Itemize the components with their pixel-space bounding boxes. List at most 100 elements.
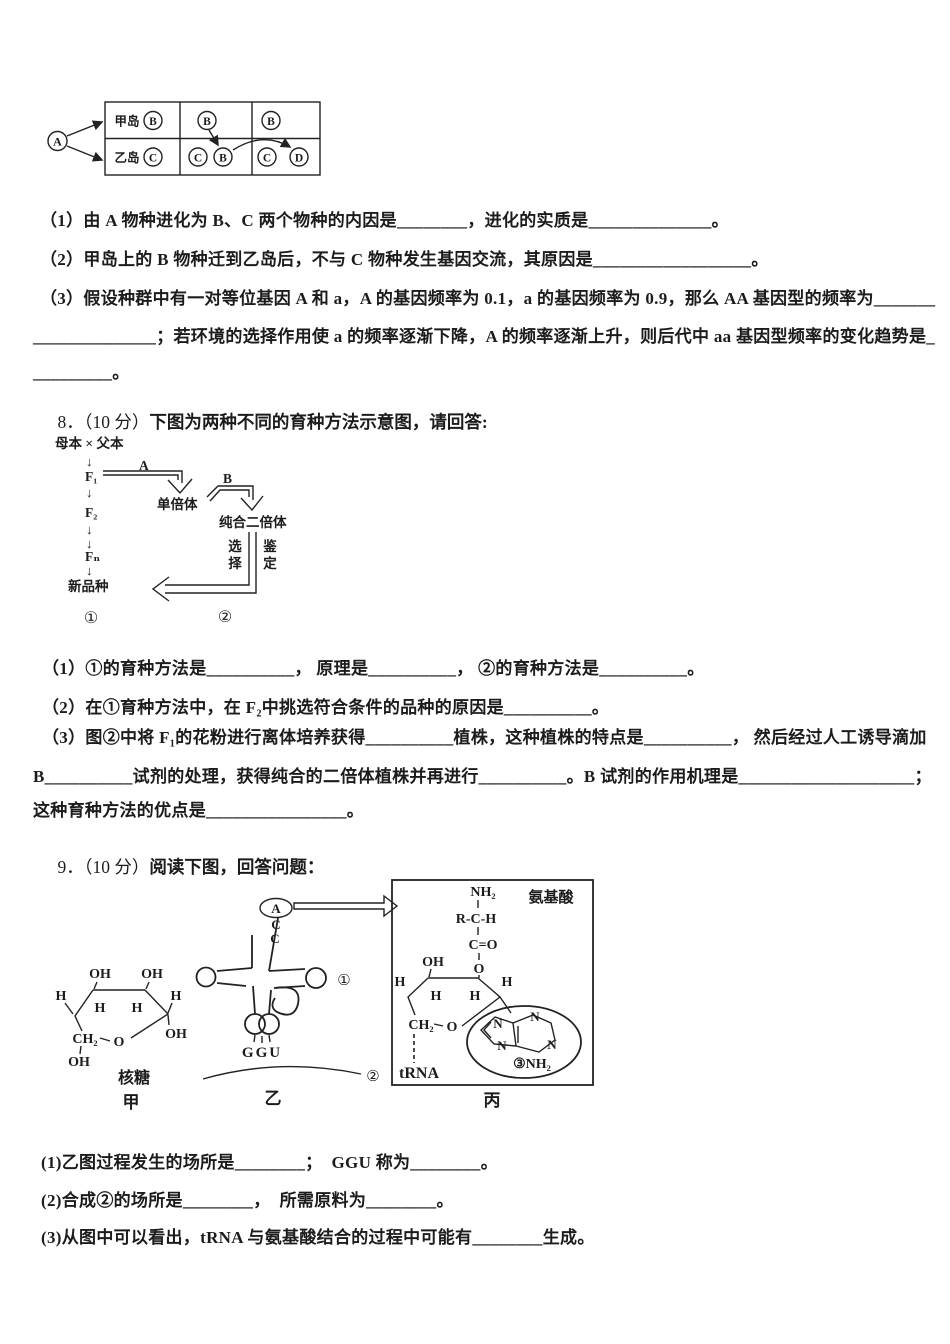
- o-label: O: [447, 1020, 458, 1035]
- species-evolution-diagram: A 甲岛 乙岛 B B B C: [47, 101, 321, 176]
- q8-sub1: （1）①的育种方法是__________， 原理是__________， ②的育…: [42, 659, 705, 678]
- cross-breeding-column: 母本 × 父本 ↓ F₁ ↓ F₂ ↓ ↓ Fₙ ↓ 新品种 ①: [55, 435, 124, 627]
- species-circle-b3: B: [261, 110, 281, 131]
- species-circle-b2: B: [197, 110, 217, 131]
- svg-text:D: D: [295, 153, 303, 165]
- q8-number: 8．（10 分）: [57, 412, 150, 432]
- haploid-branch: A 单倍体 B 纯合二倍体: [103, 458, 287, 530]
- q7-sub2: （2）甲岛上的 B 物种迁到乙岛后，不与 C 物种发生基因交流，其原因是____…: [40, 250, 769, 269]
- terminal-a-label: A: [271, 901, 281, 916]
- f2-label: F₂: [85, 505, 97, 520]
- down-arrow: ↓: [86, 563, 93, 578]
- co-label: C=O: [469, 938, 498, 953]
- n-label: N: [530, 1009, 540, 1024]
- q7-sub3-line3: _________。: [33, 363, 130, 382]
- o-label: O: [114, 1035, 125, 1050]
- o-label: O: [474, 962, 485, 977]
- down-arrow: ↓: [86, 454, 93, 469]
- n-label: N: [497, 1038, 507, 1053]
- identify-char2: 定: [263, 555, 277, 571]
- breeding-methods-diagram: 母本 × 父本 ↓ F₁ ↓ F₂ ↓ ↓ Fₙ ↓ 新品种 ① A 单倍体 B…: [55, 435, 287, 627]
- select-char1: 选: [228, 538, 242, 554]
- q9-sub1: (1)乙图过程发生的场所是________； GGU 称为________。: [41, 1153, 498, 1172]
- q9-number: 9．（10 分）: [57, 857, 150, 877]
- svg-text:C: C: [263, 153, 271, 165]
- pure-diploid-label: 纯合二倍体: [219, 514, 287, 530]
- to-box-arrow: [293, 894, 399, 918]
- oh-label: OH: [165, 1027, 187, 1042]
- oh-label: OH: [89, 967, 111, 982]
- identify-char1: 鉴: [262, 538, 277, 554]
- q9-header: 9．（10 分）阅读下图，回答问题：: [40, 833, 325, 900]
- n-label: N: [547, 1037, 557, 1052]
- ch2-label: CH₂: [72, 1032, 97, 1047]
- species-circle-c1: C: [143, 147, 163, 167]
- q9-title: 阅读下图，回答问题：: [149, 857, 325, 877]
- q7-sub3-line1: （3）假设种群中有一对等位基因 A 和 a，A 的基因频率为 0.1，a 的基因…: [40, 289, 936, 308]
- down-arrow: ↓: [86, 485, 93, 500]
- trna-label: tRNA: [399, 1065, 439, 1082]
- q8-sub3-line2: B__________试剂的处理，获得纯合的二倍体植株并再进行_________…: [33, 767, 932, 786]
- oh-label: OH: [68, 1055, 90, 1070]
- variable-loop: [271, 986, 300, 1016]
- method1-label: ①: [84, 610, 98, 627]
- anticodon-label: GGU: [242, 1045, 282, 1061]
- h-label: H: [470, 989, 481, 1004]
- select-char2: 择: [228, 555, 242, 571]
- ancestor-label: A: [53, 135, 62, 149]
- q9-sub3: (3)从图中可以看出，tRNA 与氨基酸结合的过程中可能有________生成。: [41, 1228, 595, 1247]
- h-label: H: [132, 1001, 143, 1016]
- haploid-label: 单倍体: [157, 496, 198, 512]
- fn-label: Fₙ: [85, 549, 100, 564]
- down-arrow: ↓: [86, 522, 93, 537]
- q8-title: 下图为两种不同的育种方法示意图，请回答:: [149, 412, 488, 432]
- migration-arrow: [208, 129, 219, 147]
- q8-header: 8．（10 分）下图为两种不同的育种方法示意图，请回答:: [40, 388, 488, 455]
- label-b: B: [223, 471, 232, 486]
- q7-sub1: （1）由 A 物种进化为 B、C 两个物种的内因是________，进化的实质是…: [40, 211, 729, 230]
- select-identify-return: 选 择 鉴 定 ②: [151, 532, 277, 626]
- q7-sub3-line2: ______________；若环境的选择作用使 a 的频率逐渐下降，A 的频率…: [33, 327, 936, 346]
- parents-label: 母本 × 父本: [55, 435, 124, 451]
- nh2-label: NH₂: [470, 885, 495, 900]
- n-label: N: [493, 1016, 503, 1031]
- svg-text:B: B: [267, 116, 275, 128]
- yi-tag: 乙: [265, 1089, 282, 1108]
- svg-text:B: B: [219, 153, 227, 165]
- trna-cloverleaf-yi: A C C GGU ① ② 乙: [195, 894, 399, 1108]
- h-label: H: [56, 989, 67, 1004]
- f1-label: F₁: [85, 469, 97, 484]
- method2-label: ②: [218, 609, 232, 626]
- ancestor-node: A: [47, 120, 104, 162]
- circle1-label: ①: [337, 973, 350, 989]
- ribose-name: 核糖: [118, 1068, 150, 1087]
- h-label: H: [395, 975, 406, 990]
- ch2-label: CH₂: [408, 1018, 433, 1033]
- q9-sub2: (2)合成②的场所是________， 所需原料为________。: [41, 1191, 454, 1210]
- svg-text:B: B: [149, 116, 157, 128]
- ribose-structure-jia: OH OH H H H H OH CH₂ O OH 核糖 甲: [56, 967, 187, 1112]
- trna-amino-acid-diagram: OH OH H H H H OH CH₂ O OH 核糖 甲 A C C: [56, 879, 594, 1112]
- svg-text:C: C: [194, 153, 202, 165]
- species-circle-b4: B: [213, 147, 233, 167]
- adenine-base: N N N N ③NH₂: [480, 1009, 557, 1072]
- label-a: A: [139, 458, 149, 473]
- species-circle-c3: C: [257, 147, 277, 167]
- h-label: H: [431, 989, 442, 1004]
- down-arrow: ↓: [86, 536, 93, 551]
- new-variety-label: 新品种: [68, 578, 109, 594]
- amino-acid-box-bing: 氨基酸 NH₂ R-C-H C=O O OH H H H H CH₂ O tRN…: [391, 879, 594, 1110]
- island1-label: 甲岛: [114, 114, 139, 129]
- h-label: H: [171, 989, 182, 1004]
- evolution-curved-arrow: [232, 137, 292, 151]
- nh2-circle3-label: ③NH₂: [513, 1057, 551, 1072]
- species-circle-b1: B: [143, 110, 163, 131]
- svg-text:B: B: [203, 116, 211, 128]
- q8-sub3-line3: 这种育种方法的优点是________________。: [33, 801, 365, 820]
- rch-label: R-C-H: [456, 912, 497, 927]
- q8-sub3-line1: （3）图②中将 F₁的花粉进行离体培养获得__________植株，这种植株的特…: [42, 728, 927, 747]
- bing-tag: 丙: [484, 1091, 501, 1110]
- oh-label: OH: [141, 967, 163, 982]
- species-circle-c2: C: [188, 147, 208, 167]
